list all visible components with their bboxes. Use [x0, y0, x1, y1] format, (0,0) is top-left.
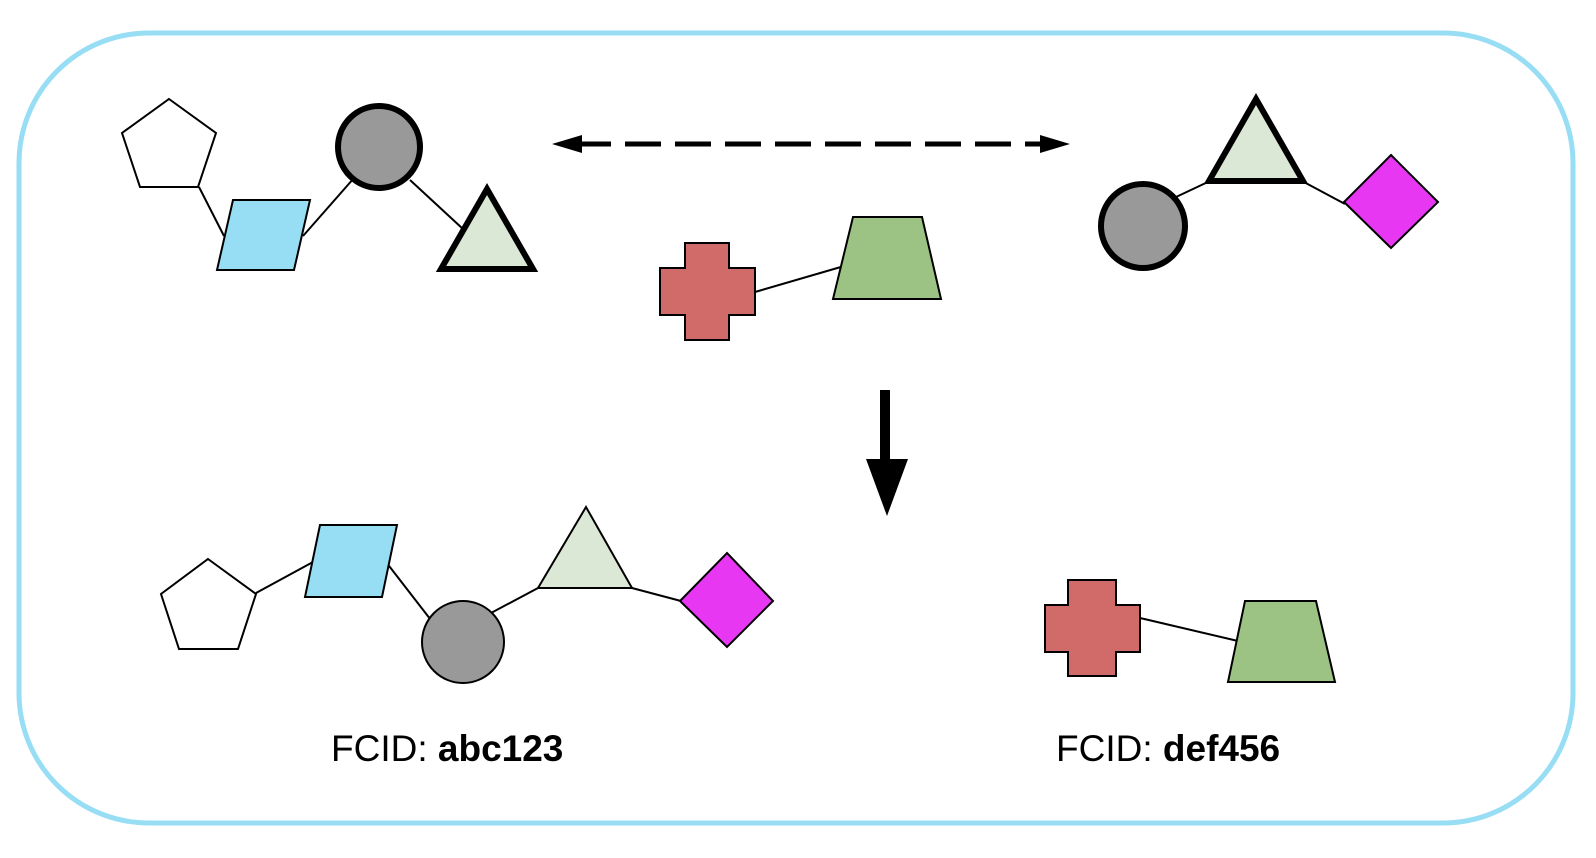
triangle-shape	[435, 182, 539, 272]
transition-arrow-down	[866, 390, 908, 516]
fcid-prefix: FCID:	[331, 728, 438, 769]
parallelogram-shape	[303, 524, 399, 598]
pentagon-shape	[159, 557, 258, 650]
top-middle-chain	[659, 216, 943, 341]
arrowhead-down-icon	[866, 459, 908, 516]
triangle-shape	[1203, 92, 1309, 184]
parallelogram-shape	[215, 199, 312, 271]
trapezoid-shape	[831, 216, 943, 300]
link-line	[1301, 180, 1346, 205]
result-chain-def456	[1044, 579, 1337, 683]
trapezoid-shape	[1226, 600, 1337, 683]
diamond-shape	[678, 551, 775, 649]
link-line	[409, 179, 464, 230]
arrowhead-left-icon	[552, 135, 582, 153]
diamond-shape	[1342, 153, 1440, 250]
dashed-relation-arrow	[552, 135, 1070, 153]
link-line	[198, 186, 225, 237]
link-line	[255, 561, 314, 594]
link-line	[302, 177, 355, 237]
fcid-prefix: FCID:	[1056, 728, 1163, 769]
fcid-value: abc123	[437, 728, 564, 769]
fcid-value: def456	[1162, 728, 1281, 769]
frame-border	[16, 30, 1576, 826]
circle-shape	[421, 600, 505, 684]
link-line	[631, 587, 682, 602]
circle-shape	[335, 103, 423, 191]
fcid-label-result1: FCID: abc123	[331, 728, 563, 770]
fcid-label-result2: FCID: def456	[1056, 728, 1280, 770]
link-line	[385, 561, 435, 625]
cross-shape	[1044, 579, 1141, 677]
result-chain-abc123	[159, 505, 775, 684]
top-right-chain	[1098, 92, 1440, 271]
pentagon-shape	[120, 97, 218, 188]
link-line	[1139, 617, 1239, 642]
circle-shape	[1098, 181, 1188, 271]
top-left-chain	[120, 97, 539, 272]
arrowhead-right-icon	[1040, 135, 1070, 153]
cross-shape	[659, 242, 756, 341]
triangle-shape	[536, 505, 634, 589]
link-line	[490, 587, 539, 614]
